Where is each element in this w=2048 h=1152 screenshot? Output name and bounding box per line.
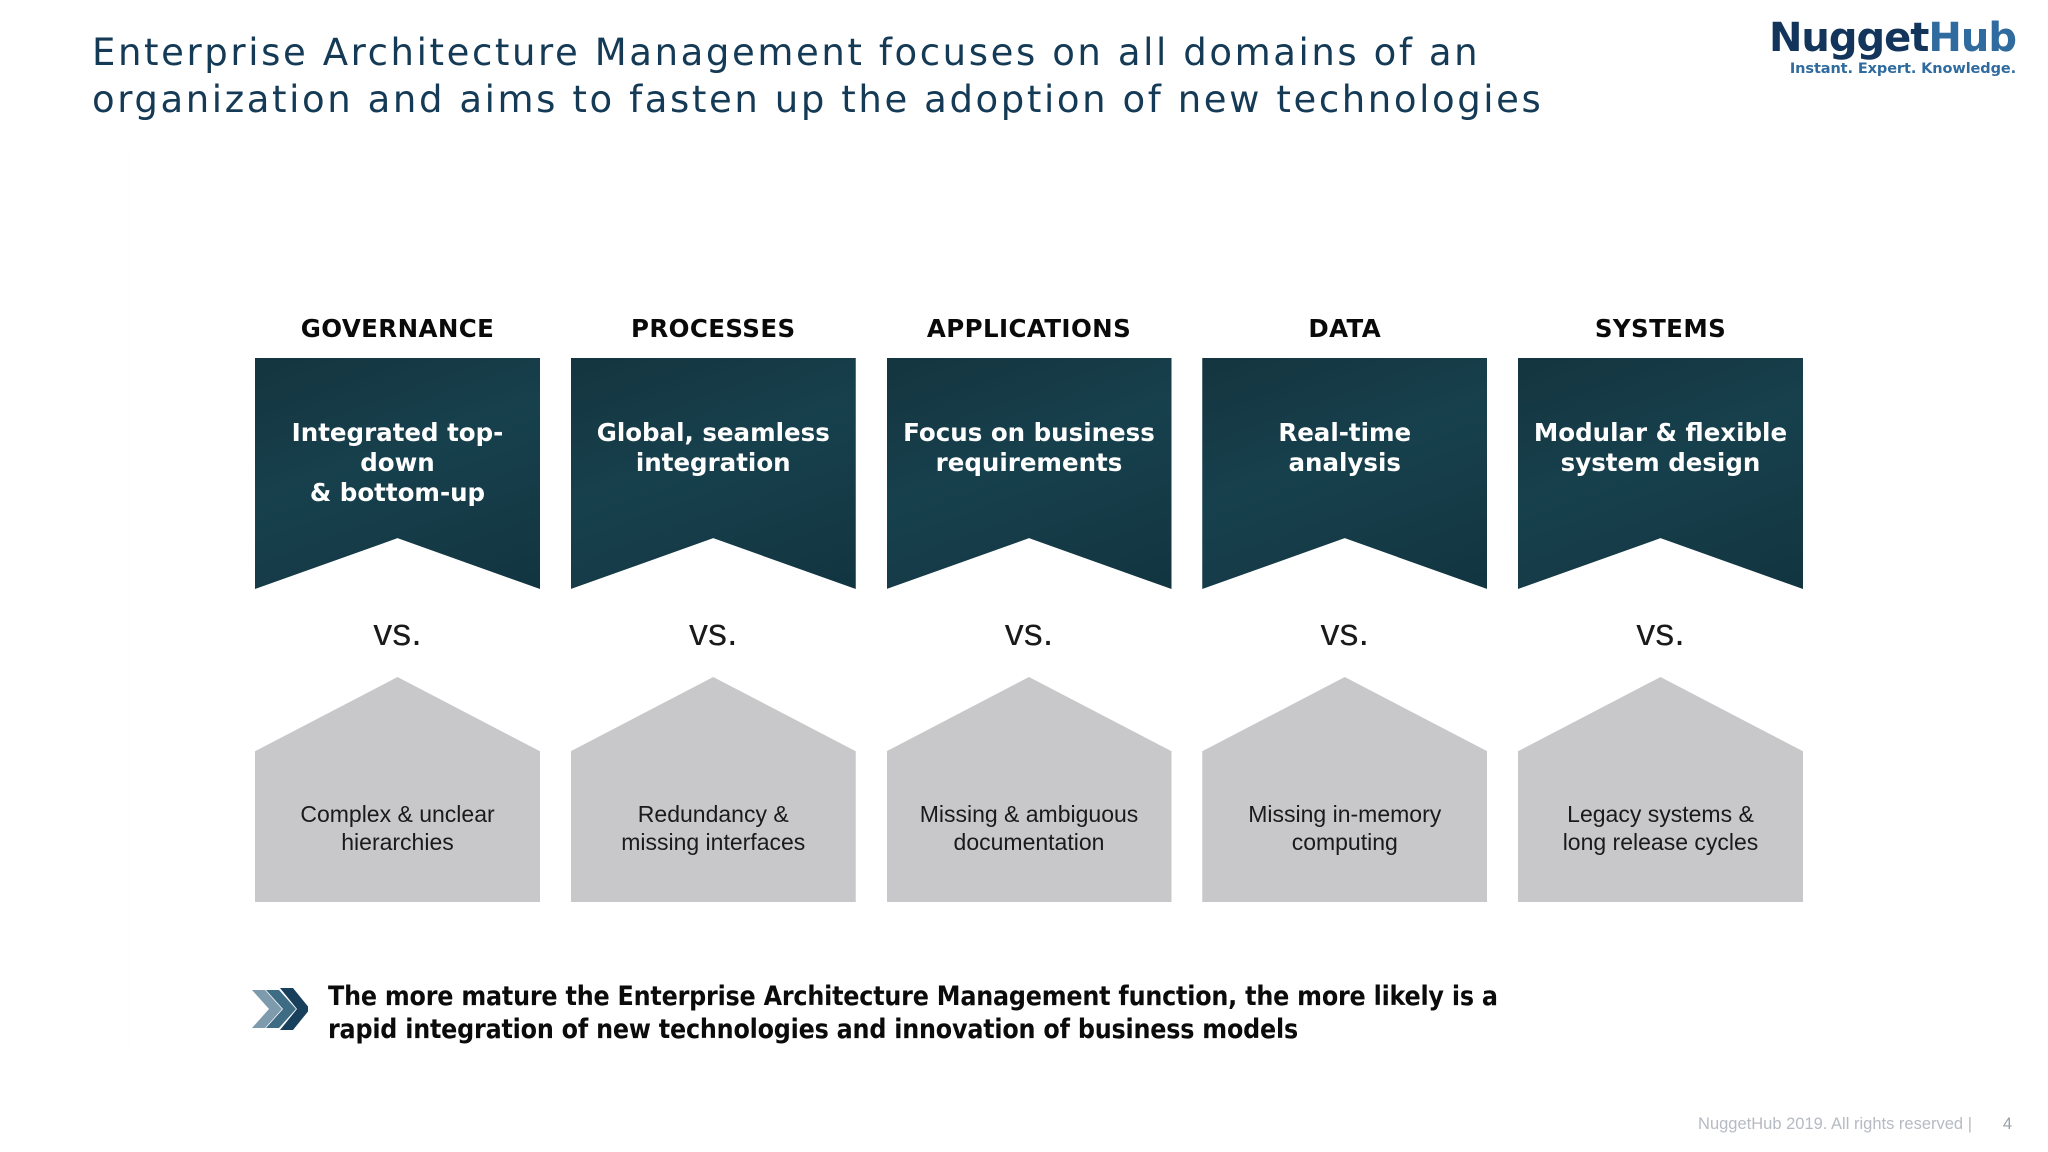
column-data: DATA Real-time analysis vs. Missing in-m… <box>1202 300 1488 902</box>
slide-footer: NuggetHub 2019. All rights reserved | 4 <box>1698 1115 2012 1134</box>
current-issue-text: Legacy systems & long release cycles <box>1562 801 1759 855</box>
column-governance: GOVERNANCE Integrated top-down & bottom-… <box>255 300 540 902</box>
current-issue-shape: Legacy systems & long release cycles <box>1518 677 1803 902</box>
left-margin-rule <box>128 150 129 1050</box>
target-state-text: Real-time analysis <box>1278 418 1412 477</box>
page-number: 4 <box>2002 1115 2012 1133</box>
current-issue-text: Missing in-memory computing <box>1248 801 1442 855</box>
target-state-banner: Modular & flexible system design <box>1518 358 1803 589</box>
column-header: APPLICATIONS <box>926 314 1132 343</box>
column-applications: APPLICATIONS Focus on business requireme… <box>886 300 1172 902</box>
versus-label: vs. <box>1320 612 1370 654</box>
current-issue-text: Missing & ambiguous documentation <box>919 801 1139 855</box>
target-state-text: Integrated top-down & bottom-up <box>291 418 504 507</box>
versus-label: vs. <box>688 612 738 654</box>
target-state-banner: Integrated top-down & bottom-up <box>255 358 540 589</box>
column-header: SYSTEMS <box>1594 314 1727 343</box>
brand-logo: NuggetHub Instant. Expert. Knowledge. <box>1746 15 2017 77</box>
versus-label: vs. <box>1636 612 1685 654</box>
column-systems: SYSTEMS Modular & flexible system design… <box>1518 300 1803 902</box>
current-issue-text: Redundancy & missing interfaces <box>621 801 806 855</box>
target-state-text: Focus on business requirements <box>903 418 1155 477</box>
footer-separator: | <box>1967 1115 1972 1133</box>
key-takeaway-text: The more mature the Enterprise Architect… <box>328 981 1498 1046</box>
target-state-banner: Real-time analysis <box>1202 358 1488 589</box>
current-issue-shape: Redundancy & missing interfaces <box>570 677 856 902</box>
current-issue-shape: Missing & ambiguous documentation <box>886 677 1172 902</box>
column-processes: PROCESSES Global, seamless integration v… <box>570 300 856 902</box>
target-state-text: Global, seamless integration <box>596 418 830 477</box>
versus-label: vs. <box>1004 612 1054 654</box>
key-takeaway-callout: The more mature the Enterprise Architect… <box>252 980 1812 1047</box>
logo-word-nugget: Nugget <box>1768 15 1929 61</box>
page-title: Enterprise Architecture Management focus… <box>92 31 1544 121</box>
logo-tagline: Instant. Expert. Knowledge. <box>1789 61 2016 77</box>
versus-label: vs. <box>373 612 422 654</box>
current-issue-shape: Missing in-memory computing <box>1202 677 1488 902</box>
current-issue-shape: Complex & unclear hierarchies <box>255 677 540 902</box>
column-header: DATA <box>1308 314 1382 343</box>
target-state-text: Modular & flexible system design <box>1533 418 1788 477</box>
logo-word-hub: Hub <box>1928 15 2017 61</box>
comparison-grid: GOVERNANCE Integrated top-down & bottom-… <box>255 300 1803 902</box>
target-state-banner: Global, seamless integration <box>570 358 856 589</box>
column-header: PROCESSES <box>630 314 796 343</box>
target-state-banner: Focus on business requirements <box>886 358 1172 589</box>
logo-wordmark: NuggetHub <box>1746 15 2017 61</box>
column-header: GOVERNANCE <box>300 314 495 343</box>
current-issue-text: Complex & unclear hierarchies <box>300 801 495 855</box>
footer-copyright: NuggetHub 2019. All rights reserved | <box>1698 1115 1972 1133</box>
triple-chevron-right-icon <box>252 986 310 1032</box>
